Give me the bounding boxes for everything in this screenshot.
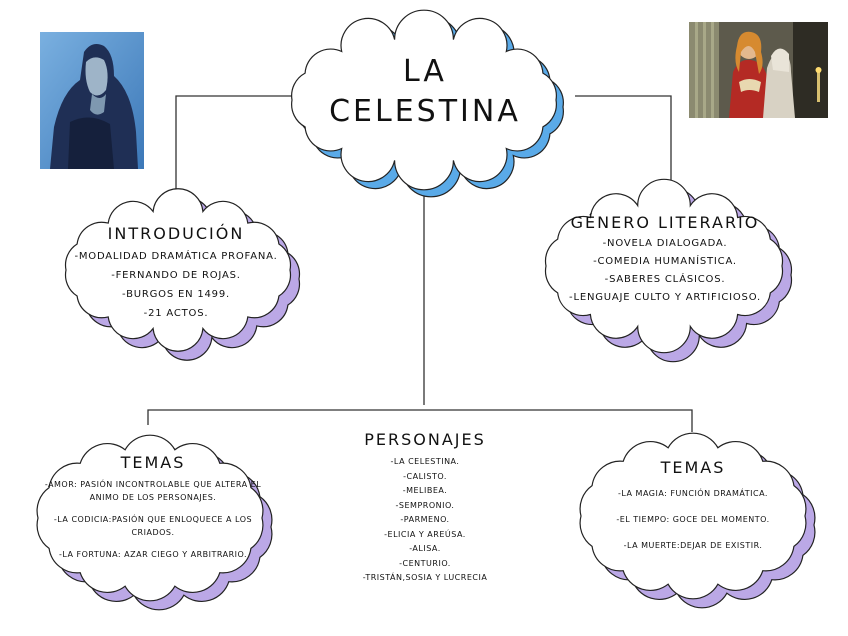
personaje-item: -PARMENO. [340, 513, 510, 528]
introduccion-item: -21 ACTOS. [56, 304, 296, 323]
temas-left-item: -LA FORTUNA: AZAR CIEGO Y ARBITRARIO. [38, 551, 268, 559]
connector-line [148, 410, 692, 432]
temas-right-item: -LA MAGIA: FUNCIÓN DRAMÁTICA. [580, 490, 806, 498]
genero-item: -NOVELA DIALOGADA. [545, 235, 785, 253]
temas-left-box: TEMAS -AMOR: PASIÓN INCONTROLABLE QUE AL… [38, 453, 268, 583]
temas-right-item: -LA MUERTE:DEJAR DE EXISTIR. [580, 542, 806, 550]
temas-left-heading: TEMAS [38, 453, 268, 472]
personaje-item: -CALISTO. [340, 470, 510, 485]
temas-left-item: CRIADOS. [38, 529, 268, 537]
personaje-item: -ELICIA Y AREÚSA. [340, 528, 510, 543]
celestina-portrait-image [40, 32, 144, 169]
introduccion-item: -MODALIDAD DRAMÁTICA PROFANA. [56, 247, 296, 266]
introduccion-item: -BURGOS EN 1499. [56, 285, 296, 304]
introduccion-list: -MODALIDAD DRAMÁTICA PROFANA. -FERNANDO … [56, 247, 296, 323]
personaje-item: -CENTURIO. [340, 557, 510, 572]
genero-item: -SABERES CLÁSICOS. [545, 271, 785, 289]
temas-left-item: -LA CODICIA:PASIÓN QUE ENLOQUECE A LOS [38, 516, 268, 524]
main-title: LA CELESTINA [270, 52, 580, 132]
genero-item: -LENGUAJE CULTO Y ARTIFICIOSO. [545, 289, 785, 307]
personajes-box: PERSONAJES -LA CELESTINA. -CALISTO. -MEL… [340, 430, 510, 586]
temas-right-item: -EL TIEMPO: GOCE DEL MOMENTO. [580, 516, 806, 524]
personaje-item: -ALISA. [340, 542, 510, 557]
title-line-2: CELESTINA [270, 92, 580, 132]
personaje-item: -TRISTÁN,SOSIA Y LUCRECIA [340, 571, 510, 586]
temas-right-box: TEMAS -LA MAGIA: FUNCIÓN DRAMÁTICA. -EL … [580, 458, 806, 568]
introduccion-heading: INTRODUCIÓN [56, 224, 296, 243]
genero-box: GÉNERO LITERARIO -NOVELA DIALOGADA. -COM… [545, 213, 785, 323]
personaje-item: -MELIBEA. [340, 484, 510, 499]
personajes-heading: PERSONAJES [340, 430, 510, 449]
temas-left-item: ANIMO DE LOS PERSONAJES. [38, 494, 268, 502]
personajes-list: -LA CELESTINA. -CALISTO. -MELIBEA. -SEMP… [340, 455, 510, 586]
genero-heading: GÉNERO LITERARIO [545, 213, 785, 232]
introduccion-box: INTRODUCIÓN -MODALIDAD DRAMÁTICA PROFANA… [56, 224, 296, 334]
title-line-1: LA [270, 52, 580, 92]
personaje-item: -SEMPRONIO. [340, 499, 510, 514]
genero-item: -COMEDIA HUMANÍSTICA. [545, 253, 785, 271]
celestina-melibea-image [689, 22, 828, 118]
genero-list: -NOVELA DIALOGADA. -COMEDIA HUMANÍSTICA.… [545, 235, 785, 307]
personaje-item: -LA CELESTINA. [340, 455, 510, 470]
introduccion-item: -FERNANDO DE ROJAS. [56, 266, 296, 285]
temas-left-item: -AMOR: PASIÓN INCONTROLABLE QUE ALTERA E… [38, 481, 268, 489]
temas-right-heading: TEMAS [580, 458, 806, 477]
